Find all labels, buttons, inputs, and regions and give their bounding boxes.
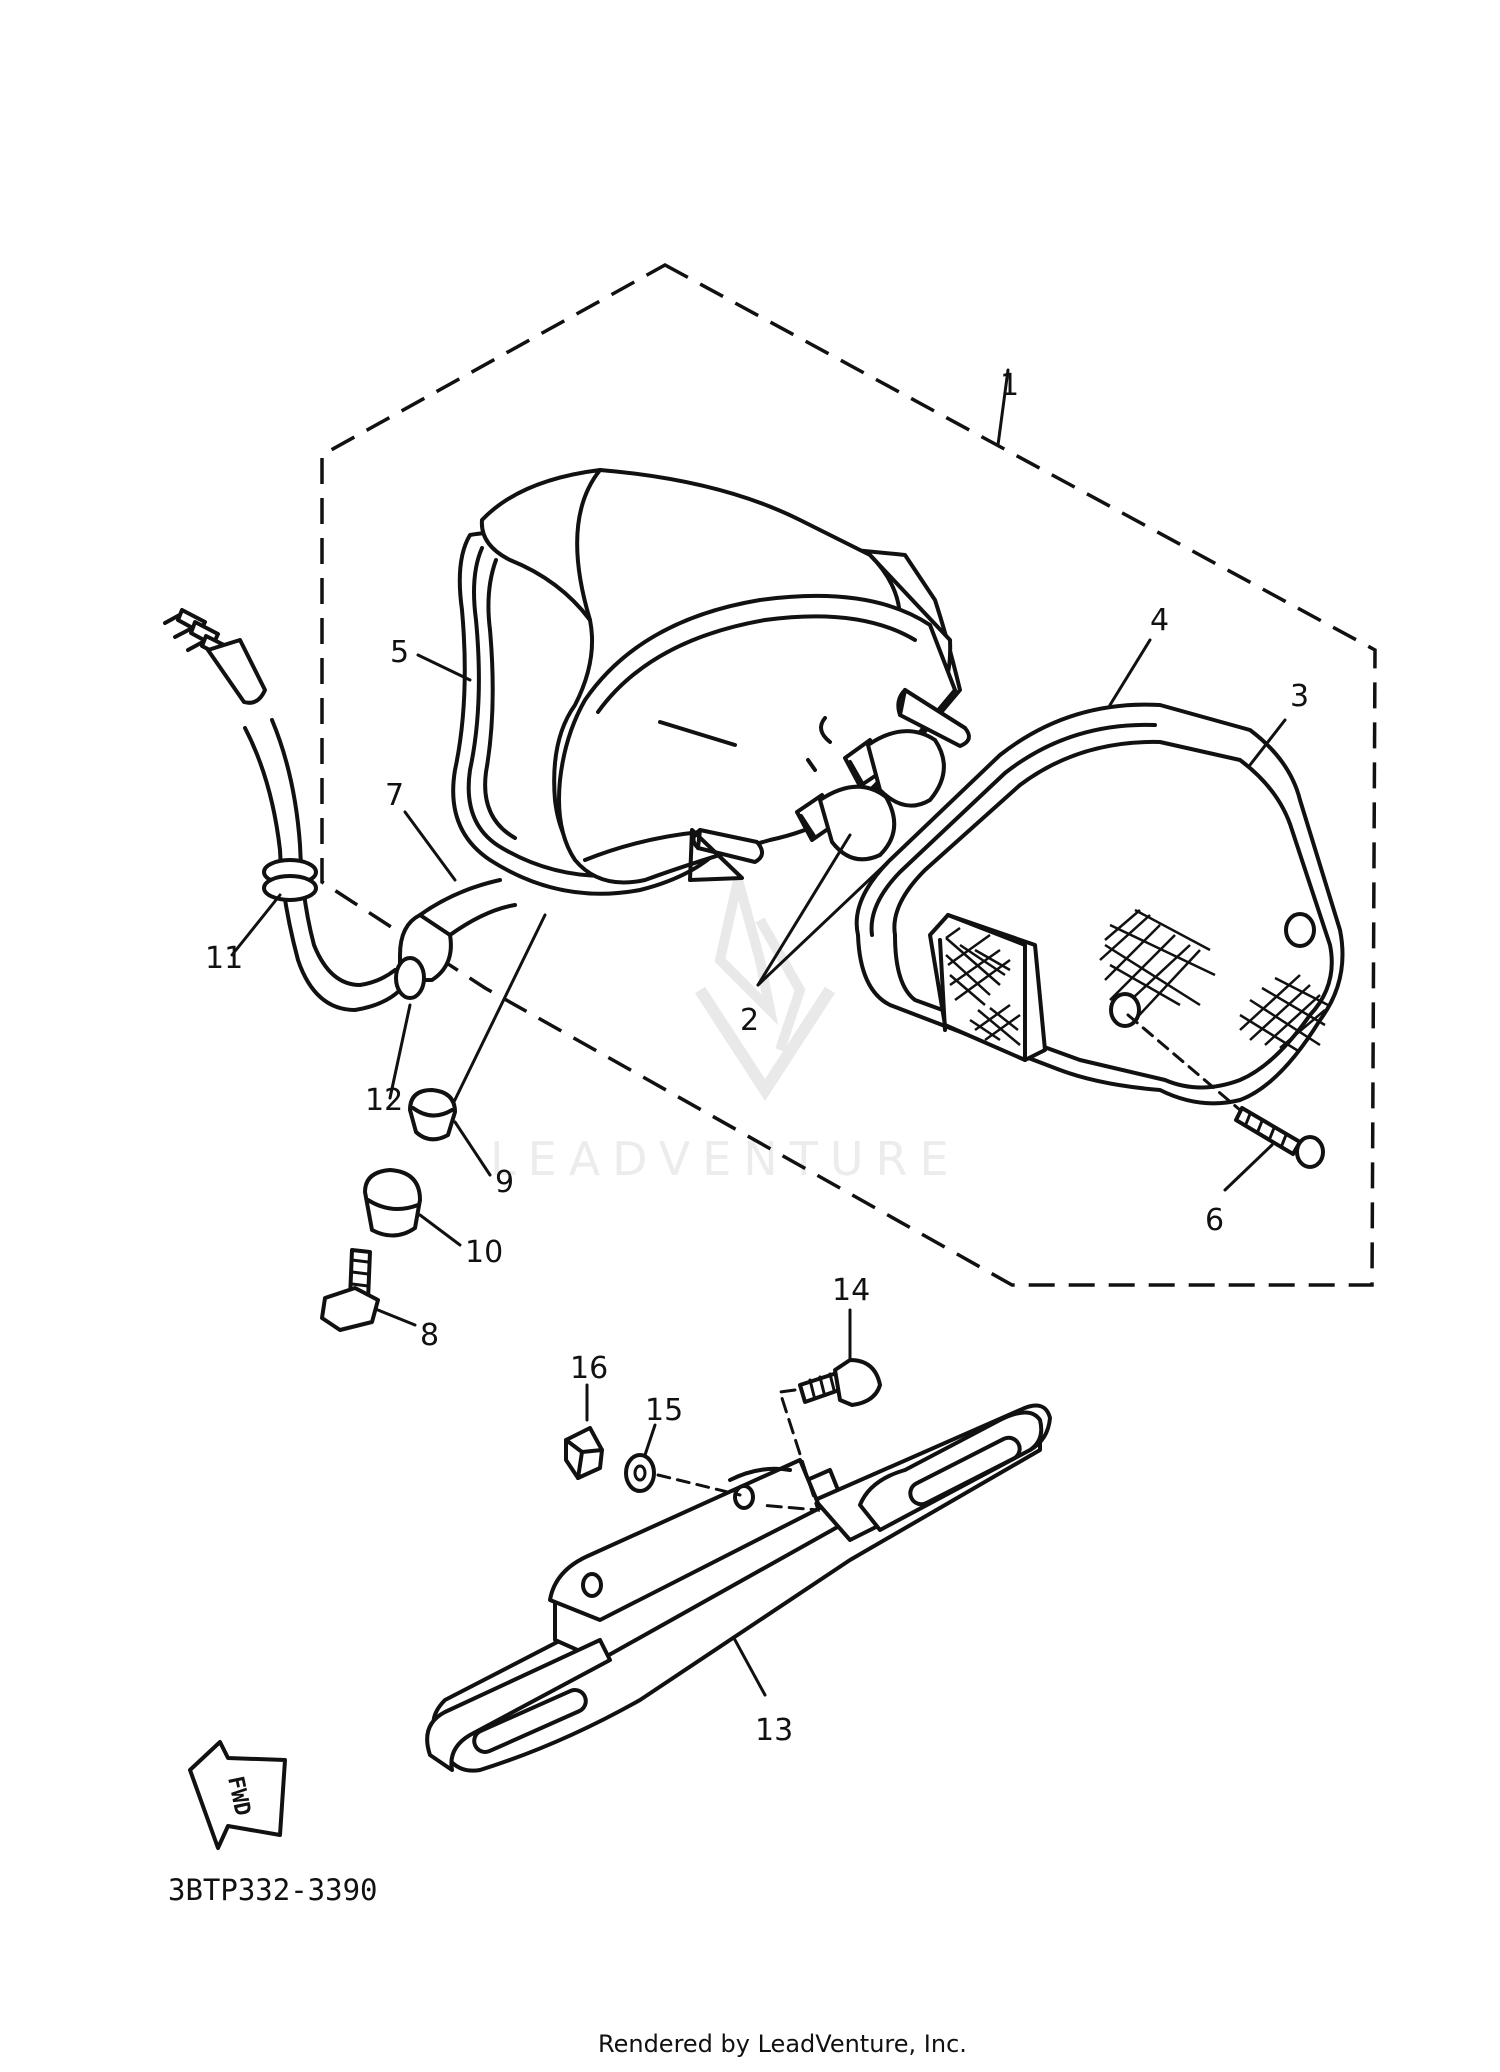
leader-5 (416, 653, 472, 682)
leader-6 (1223, 1143, 1274, 1192)
wire-harness (163, 608, 517, 1012)
leader-14-dash (758, 1388, 821, 1512)
leader-13 (733, 1638, 767, 1697)
label-part-4: 4 (1150, 603, 1169, 638)
license-bracket (425, 1403, 1052, 1773)
leader-2a (756, 833, 852, 987)
leader-2b (756, 858, 892, 987)
leader-15 (643, 1423, 657, 1457)
footer-credit: Rendered by LeadVenture, Inc. (598, 2030, 967, 2058)
label-part-7: 7 (385, 778, 404, 813)
label-part-12: 12 (365, 1083, 403, 1118)
label-part-13: 13 (755, 1713, 793, 1748)
label-part-14: 14 (832, 1273, 870, 1308)
leader-7 (403, 810, 457, 882)
leader-3 (1248, 718, 1287, 767)
leader-15-dash (656, 1473, 742, 1497)
bulbs (795, 729, 946, 862)
label-part-5: 5 (390, 635, 409, 670)
watermark: LEADVENTURE (490, 878, 961, 1186)
label-part-3: 3 (1290, 679, 1309, 714)
label-part-8: 8 (420, 1318, 439, 1353)
grommet-10 (363, 1168, 422, 1238)
watermark-text: LEADVENTURE (490, 1132, 961, 1186)
label-part-16: 16 (570, 1351, 608, 1386)
label-part-1: 1 (1000, 368, 1019, 403)
fwd-arrow: FWD (188, 1740, 287, 1850)
leader-8 (376, 1308, 417, 1327)
bolt-14 (798, 1358, 882, 1407)
leader-6-dash (1126, 1013, 1242, 1112)
leader-9-up (448, 913, 547, 1112)
nut-16 (564, 1426, 604, 1480)
diagram-code: 3BTP332-3390 (168, 1873, 378, 1907)
label-part-9: 9 (495, 1165, 514, 1200)
label-part-15: 15 (645, 1393, 683, 1428)
leader-12 (388, 1003, 412, 1100)
leader-10 (418, 1213, 462, 1247)
label-part-11: 11 (205, 941, 243, 976)
collar-9 (408, 1088, 457, 1142)
leader-1 (996, 368, 1010, 447)
assembly-boundary (320, 263, 1377, 1287)
tail-lens (854, 702, 1345, 1106)
bolt-8 (320, 1248, 380, 1332)
leader-11 (230, 893, 282, 957)
label-part-6: 6 (1205, 1203, 1224, 1238)
lens-screw (1234, 1106, 1325, 1169)
leader-9 (453, 1120, 492, 1177)
label-part-10: 10 (465, 1235, 503, 1270)
label-part-2: 2 (740, 1003, 759, 1038)
leader-4 (1108, 638, 1152, 707)
washer-15 (624, 1453, 656, 1493)
